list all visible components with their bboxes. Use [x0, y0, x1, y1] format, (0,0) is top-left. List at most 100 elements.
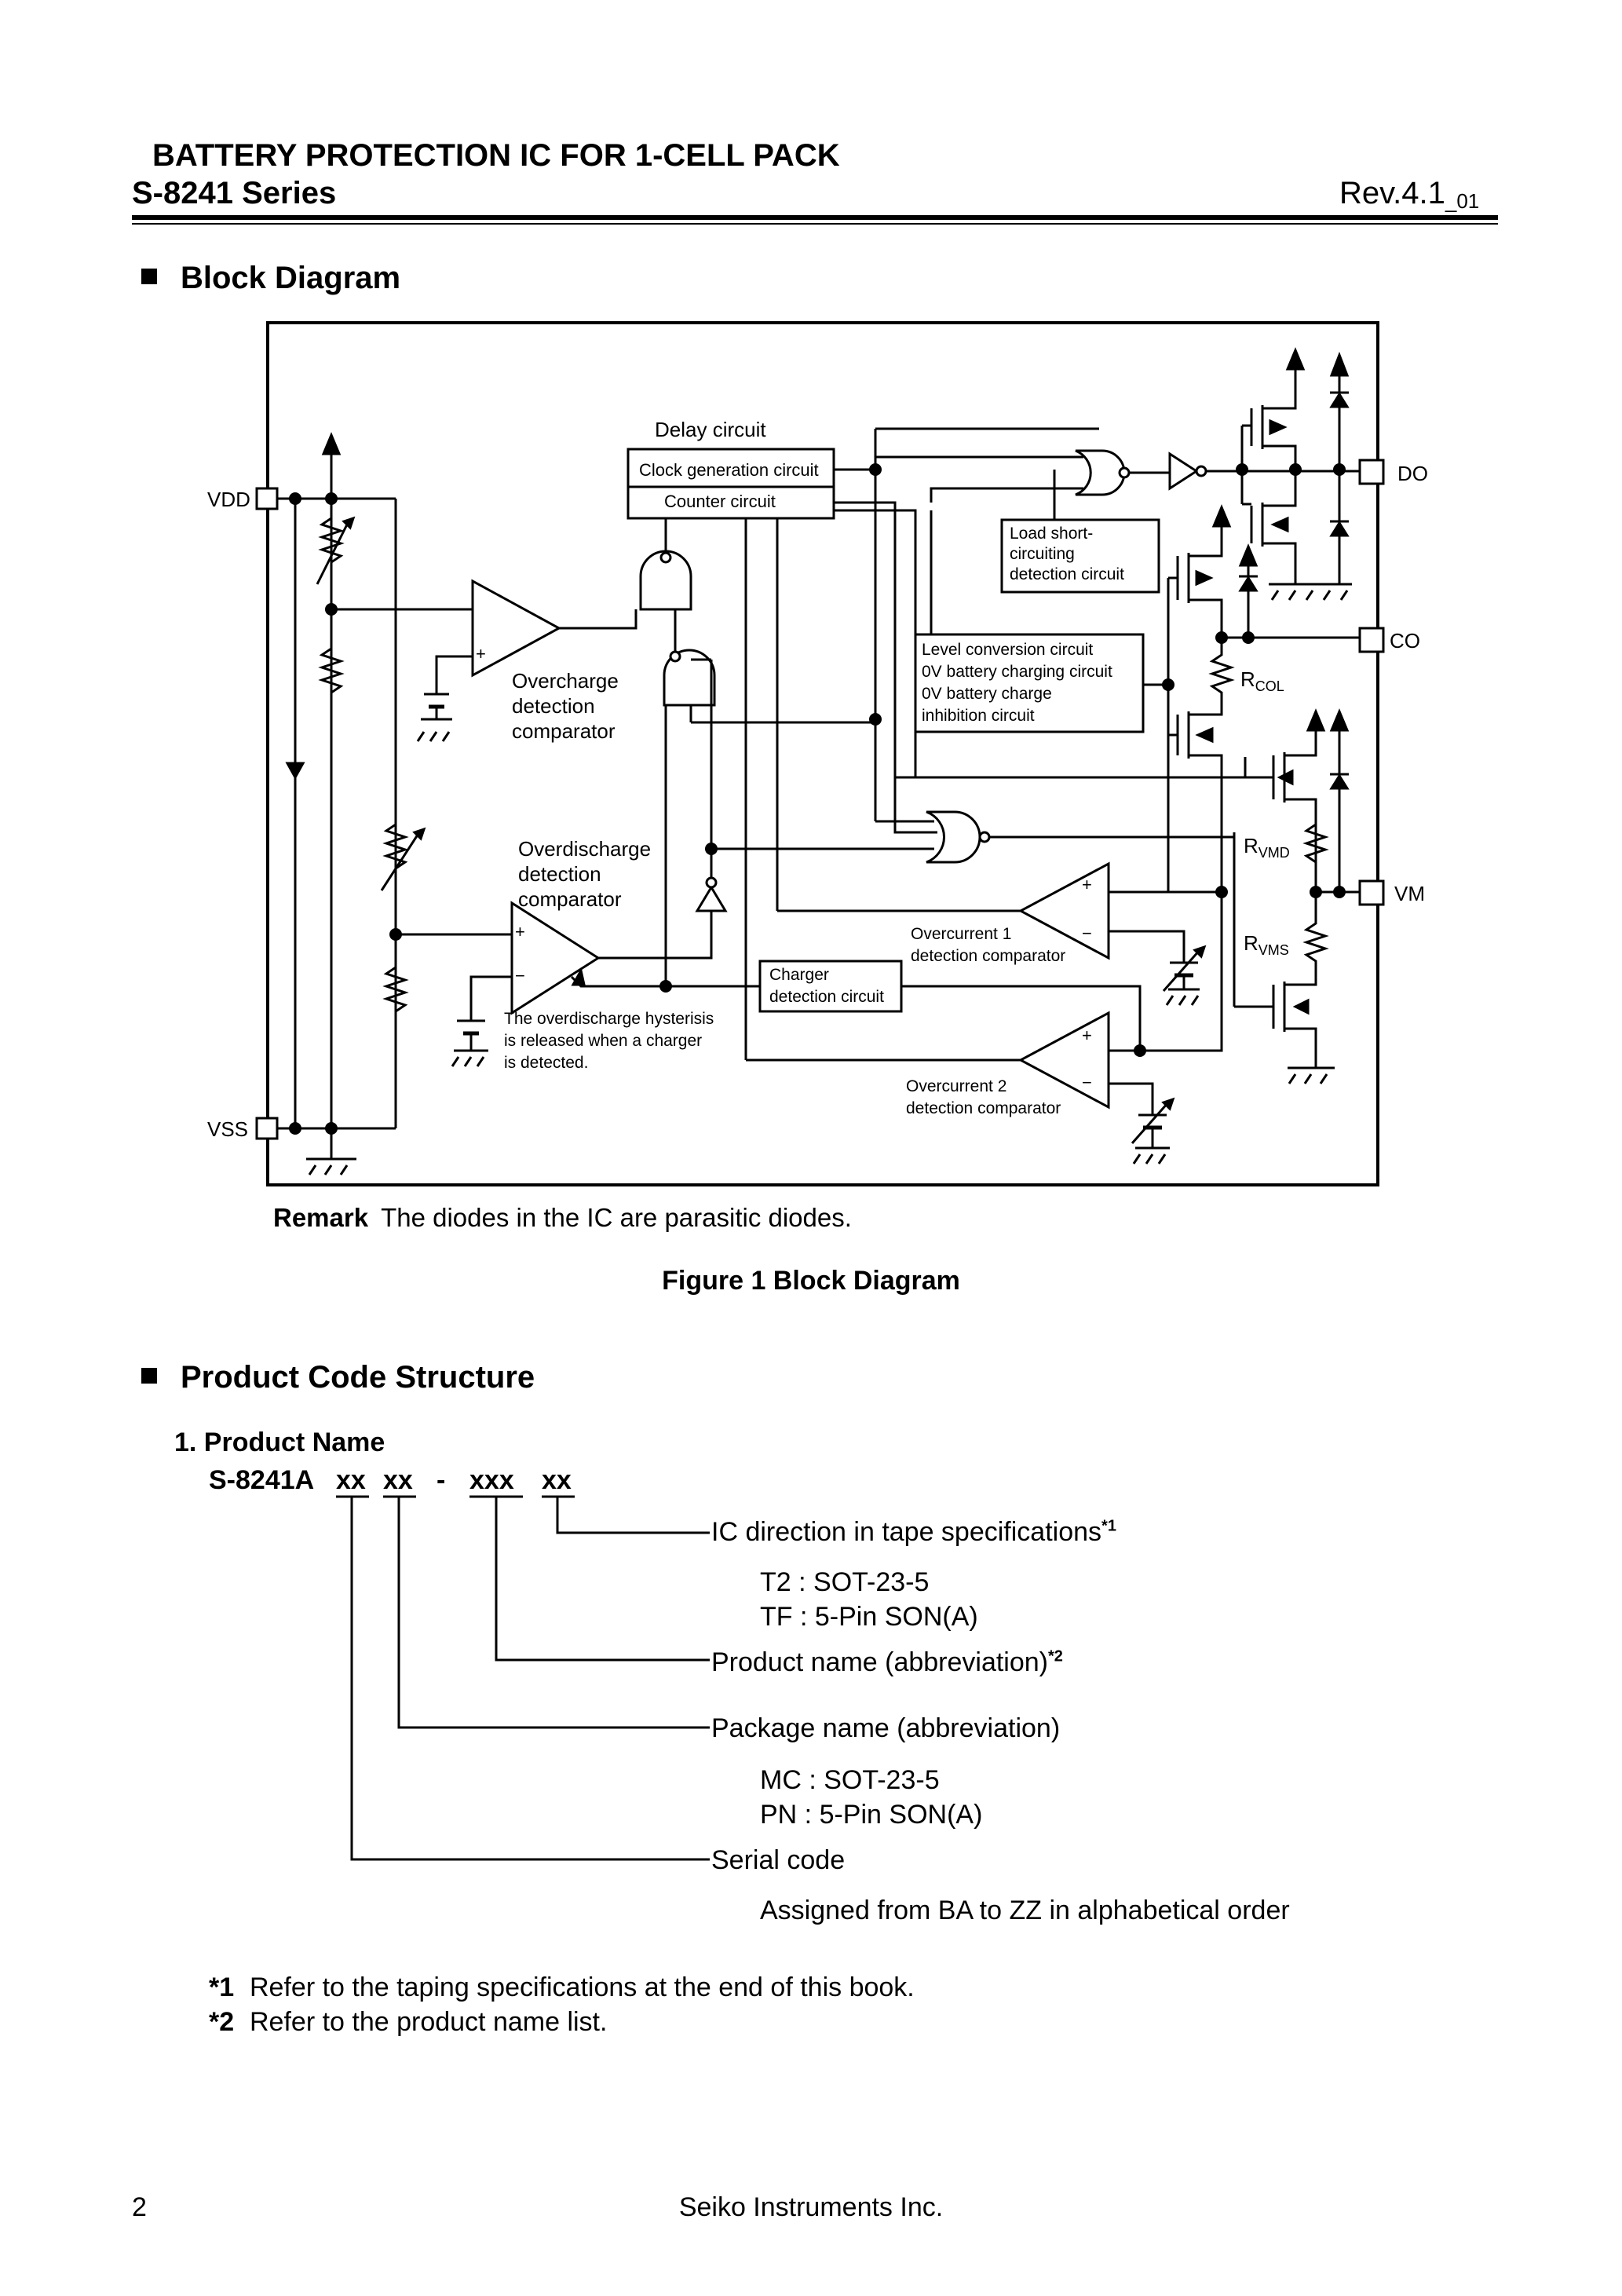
- svg-text:inhibition circuit: inhibition circuit: [922, 707, 1035, 725]
- code-breakdown-lines: [336, 1495, 710, 1861]
- overcharge-label-2: detection: [512, 694, 595, 718]
- charger-detection-box: [758, 960, 903, 1013]
- svg-text:−: −: [515, 966, 525, 985]
- pin-label-vss: VSS: [207, 1117, 248, 1141]
- overcharge-label-3: comparator: [512, 719, 616, 743]
- resistor-rvmd: [1302, 817, 1329, 892]
- inverter-do: [1168, 452, 1199, 491]
- resistor-rcol: [1208, 638, 1235, 707]
- rcol-label: RCOL: [1240, 667, 1284, 694]
- overcharge-label-1: Overcharge: [512, 669, 619, 693]
- code-field-package: xx: [383, 1465, 413, 1495]
- package-label: Package name (abbreviation): [711, 1713, 1061, 1743]
- bullet-square-icon: [141, 1368, 157, 1384]
- code-dash: -: [437, 1465, 446, 1495]
- pin-label-vm: VM: [1394, 882, 1425, 905]
- pin-vdd: [255, 487, 279, 510]
- junction-dots: [289, 463, 1346, 1135]
- ic-boundary: [266, 321, 1379, 1186]
- vdd-arrow-icon: [321, 432, 342, 455]
- pin-label-co: CO: [1390, 629, 1420, 653]
- pin-do: [1358, 459, 1385, 485]
- svg-text:0V battery charge: 0V battery charge: [922, 685, 1052, 703]
- svg-text:Charger: Charger: [769, 966, 829, 984]
- svg-text:+: +: [1082, 1026, 1092, 1045]
- nor-gate-top: [1075, 449, 1126, 496]
- package-opt-pn: PN : 5-Pin SON(A): [760, 1800, 983, 1830]
- code-field-product: xxx: [469, 1465, 514, 1495]
- header-rule-thin: [132, 223, 1498, 225]
- overdischarge-comparator: [510, 901, 601, 1015]
- revision: Rev.4.1_01: [1339, 176, 1480, 213]
- overcurrent-2-label-2: detection comparator: [906, 1099, 1061, 1117]
- code-field-serial: xx: [336, 1465, 366, 1495]
- pin-label-vdd: VDD: [207, 488, 250, 511]
- svg-text:Level conversion circuit: Level conversion circuit: [922, 641, 1093, 659]
- svg-text:detection circuit: detection circuit: [769, 988, 884, 1006]
- ic-direction-label: IC direction in tape specifications*1: [711, 1517, 1116, 1547]
- company-name: Seiko Instruments Inc.: [678, 2192, 944, 2222]
- document-title: BATTERY PROTECTION IC FOR 1-CELL PACK: [152, 138, 840, 173]
- serial-code-desc: Assigned from BA to ZZ in alphabetical o…: [760, 1896, 1290, 1925]
- overcurrent-1-label-2: detection comparator: [911, 947, 1065, 965]
- trim-resistor-3: [382, 809, 409, 934]
- load-short-box: [1000, 518, 1160, 594]
- diode-vdd-vss: [285, 762, 305, 781]
- inverter-overdischarge: [695, 885, 728, 912]
- bullet-square-icon: [141, 269, 157, 285]
- overdischarge-label-1: Overdischarge: [518, 837, 651, 861]
- svg-text:+: +: [1082, 875, 1092, 894]
- ic-direction-opt-tf: TF : 5-Pin SON(A): [760, 1602, 978, 1632]
- delay-circuit-box: [627, 448, 835, 520]
- pin-vm: [1358, 879, 1385, 906]
- ic-direction-opt-t2: T2 : SOT-23-5: [760, 1567, 930, 1597]
- overcurrent-1-label-1: Overcurrent 1: [911, 925, 1011, 943]
- overcurrent-1-comparator: [1017, 861, 1110, 960]
- rvms-label: RVMS: [1244, 931, 1289, 958]
- nand-gate-1: [639, 550, 692, 611]
- svg-text:0V battery charging circuit: 0V battery charging circuit: [922, 663, 1112, 681]
- figure-caption: Figure 1 Block Diagram: [662, 1266, 960, 1296]
- overdischarge-label-2: detection: [518, 862, 601, 886]
- hysteresis-note-1: The overdischarge hysterisis: [504, 1010, 714, 1028]
- code-field-direction: xx: [542, 1465, 572, 1495]
- rvmd-label: RVMD: [1244, 834, 1290, 861]
- delay-circuit-title: Delay circuit: [655, 418, 766, 441]
- resistor-rvms: [1302, 892, 1329, 974]
- svg-text:−: −: [1082, 1073, 1092, 1092]
- nand-gate-2: [663, 649, 716, 707]
- svg-text:Load short-: Load short-: [1010, 525, 1093, 543]
- hysteresis-note-3: is detected.: [504, 1054, 588, 1072]
- product-abbrev-label: Product name (abbreviation)*2: [711, 1647, 1063, 1677]
- svg-text:−: −: [1082, 923, 1092, 943]
- pin-vss: [255, 1117, 279, 1140]
- section-heading-product-code: Product Code Structure: [141, 1360, 535, 1395]
- resistor-4: [382, 934, 409, 1128]
- block-diagram: VDD VSS DO CO VM + Overcharge detection …: [207, 321, 1428, 1186]
- package-opt-mc: MC : SOT-23-5: [760, 1765, 940, 1795]
- nor-gate-mid: [926, 810, 981, 864]
- pin-co: [1358, 627, 1385, 653]
- svg-text:+: +: [476, 644, 486, 664]
- svg-text:detection circuit: detection circuit: [1010, 565, 1124, 583]
- header-rule: [132, 215, 1498, 220]
- pin-label-do: DO: [1397, 462, 1428, 485]
- code-prefix: S-8241A: [209, 1465, 315, 1495]
- resistor-2: [318, 609, 345, 1128]
- trim-resistor-1: [318, 506, 345, 609]
- overcharge-comparator: [471, 579, 562, 678]
- page-number: 2: [132, 2192, 147, 2222]
- product-name-heading: 1. Product Name: [174, 1428, 385, 1457]
- svg-text:+: +: [515, 922, 525, 941]
- serial-code-label: Serial code: [711, 1845, 846, 1875]
- section-heading-block-diagram: Block Diagram: [141, 261, 400, 296]
- overcurrent-2-label-1: Overcurrent 2: [906, 1077, 1006, 1095]
- clock-gen-label: Clock generation circuit: [639, 460, 819, 480]
- counter-label: Counter circuit: [664, 492, 776, 511]
- overcurrent-2-comparator: [1017, 1011, 1110, 1110]
- svg-text:circuiting: circuiting: [1010, 545, 1075, 563]
- series-name: S-8241 Series: [132, 176, 337, 210]
- overdischarge-label-3: comparator: [518, 887, 622, 911]
